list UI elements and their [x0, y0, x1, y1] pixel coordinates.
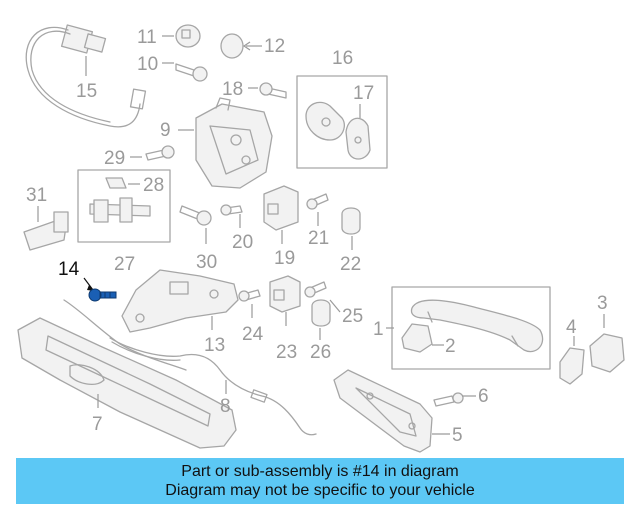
part-18-bolt: [248, 82, 287, 99]
callout-20: 20: [232, 232, 253, 253]
callout-8: 8: [220, 396, 231, 417]
callout-19: 19: [274, 248, 295, 269]
callout-14: 14: [58, 259, 80, 280]
part-8-cable: [109, 337, 317, 436]
callout-15: 15: [76, 81, 97, 102]
part-27-box: [77, 169, 171, 243]
part-16-box: [296, 75, 388, 169]
part-14-bolt: [83, 277, 117, 302]
part-29-bolt: [130, 145, 175, 161]
part-30-bolt: [179, 205, 212, 244]
callout-2: 2: [445, 336, 456, 357]
part-15-cable: [25, 24, 147, 128]
callout-25: 25: [342, 306, 363, 327]
callout-27: 27: [114, 254, 135, 275]
callout-5: 5: [452, 425, 463, 446]
callout-11: 11: [137, 27, 157, 48]
callout-9: 9: [160, 120, 171, 141]
callout-17: 17: [353, 83, 374, 104]
part-1-box: [386, 286, 551, 370]
part-26-plug: [311, 299, 331, 340]
callout-18: 18: [222, 79, 243, 100]
callout-22: 22: [340, 254, 361, 275]
part-20-bolt: [220, 204, 243, 228]
part-6-bolt: [433, 392, 476, 407]
callout-1: 1: [373, 319, 384, 340]
info-banner: Part or sub-assembly is #14 in diagram D…: [16, 458, 624, 504]
part-21-bolt: [306, 193, 329, 226]
part-22-plug: [341, 207, 361, 250]
part-25-bolt: [304, 281, 341, 313]
callout-29: 29: [104, 148, 125, 169]
callout-4: 4: [566, 317, 577, 338]
part-11-cap: [162, 24, 201, 48]
part-4-gasket: [559, 336, 585, 385]
part-7-trim: [17, 317, 237, 449]
part-23-striker: [269, 275, 301, 326]
part-12-plug: [220, 33, 262, 59]
banner-line-1: Part or sub-assembly is #14 in diagram: [181, 463, 459, 480]
part-24-bolt: [238, 289, 261, 318]
callout-24: 24: [242, 324, 264, 345]
part-31-bracket: [23, 206, 69, 251]
callout-23: 23: [276, 342, 297, 363]
part-9-lock: [178, 97, 273, 189]
callout-30: 30: [196, 252, 217, 273]
callout-10: 10: [137, 54, 158, 75]
callout-13: 13: [204, 335, 225, 356]
callout-3: 3: [597, 293, 608, 314]
callout-26: 26: [310, 342, 331, 363]
callout-16: 16: [332, 48, 353, 69]
banner-line-2: Diagram may not be specific to your vehi…: [165, 482, 475, 499]
part-10-bolt: [162, 62, 208, 82]
callout-21: 21: [308, 228, 329, 249]
part-5-frame: [333, 369, 450, 453]
callout-7: 7: [92, 414, 103, 435]
part-19-striker: [263, 185, 299, 244]
callout-31: 31: [26, 185, 47, 206]
callout-12: 12: [264, 36, 285, 57]
callout-6: 6: [478, 386, 489, 407]
callout-28: 28: [143, 175, 164, 196]
part-3-cap: [589, 314, 625, 373]
